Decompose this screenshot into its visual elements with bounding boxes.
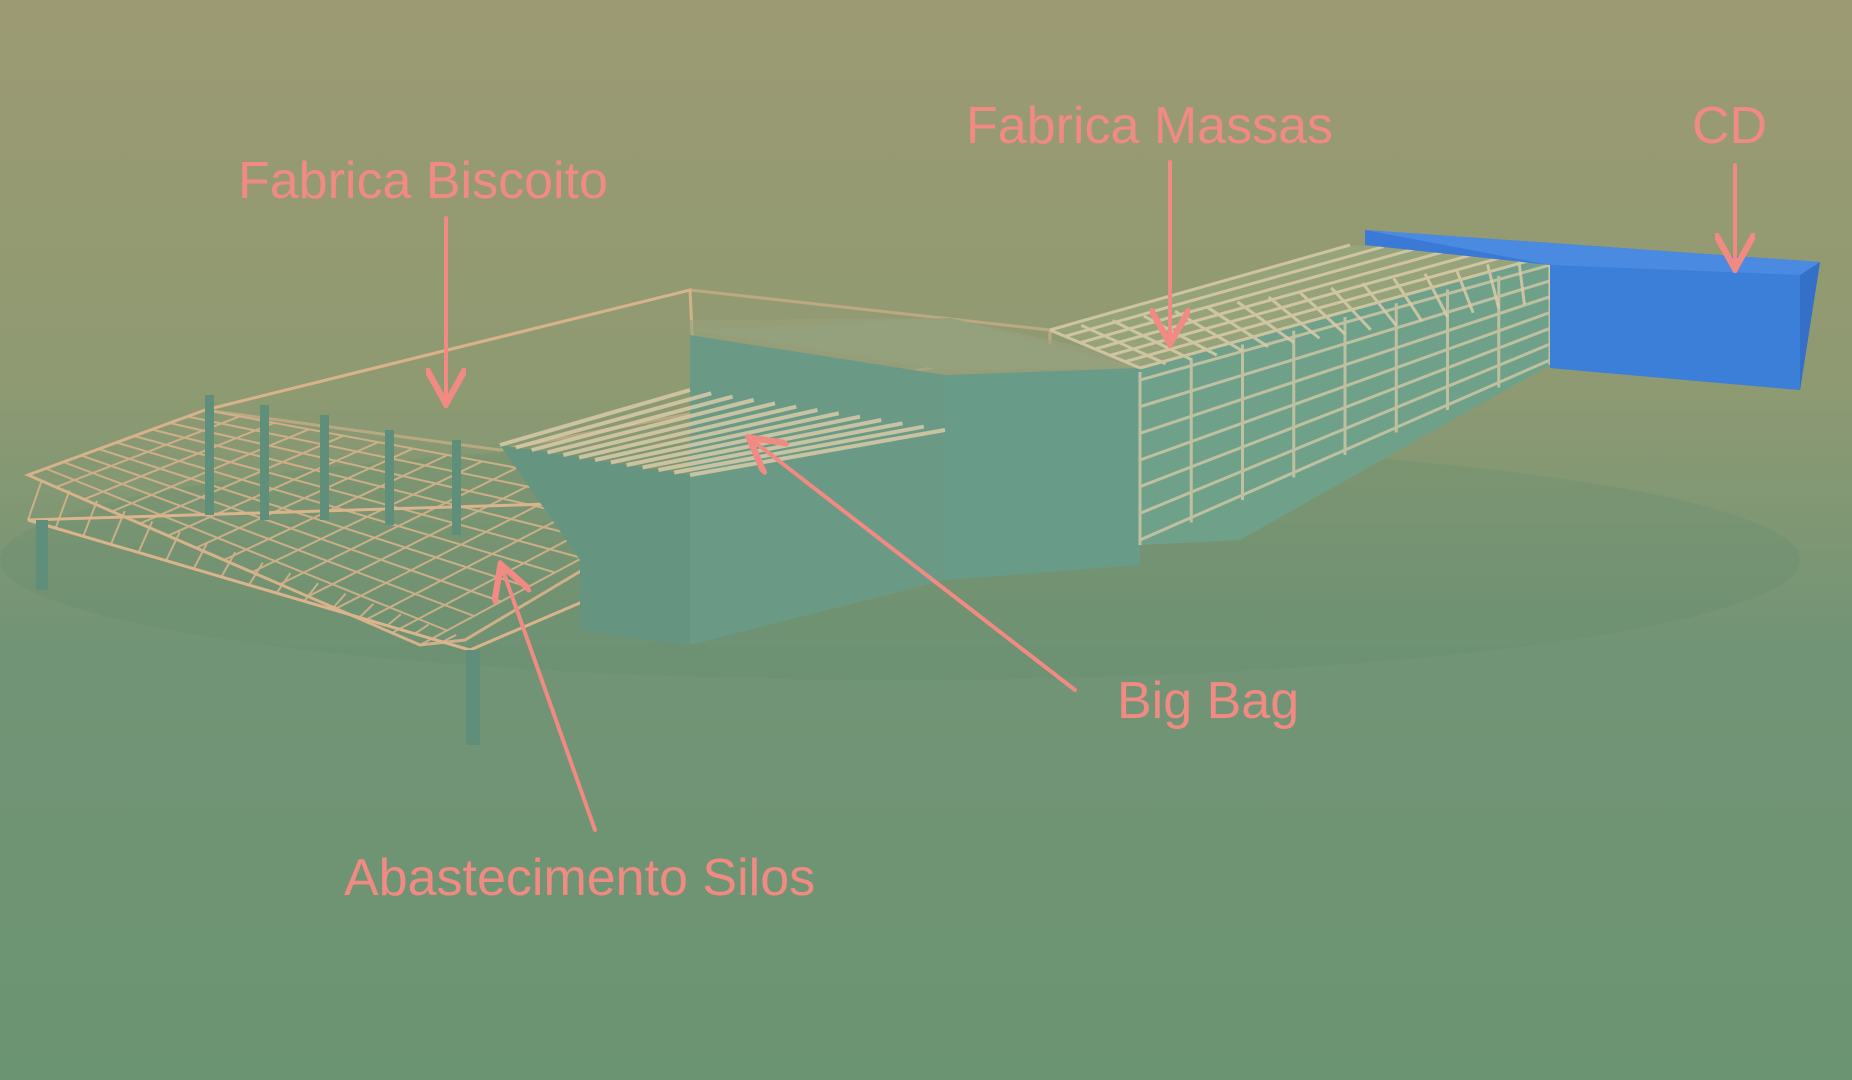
cd-building bbox=[1365, 230, 1820, 390]
truss-diagonal bbox=[386, 613, 402, 627]
truss-diagonal bbox=[220, 551, 237, 578]
biscoito-columns bbox=[36, 395, 480, 745]
roof-rafter bbox=[1517, 259, 1526, 305]
truss-diagonal bbox=[82, 500, 98, 537]
truss-member bbox=[45, 467, 448, 632]
roof-purlin bbox=[1139, 253, 1551, 370]
roof-rafter bbox=[673, 424, 925, 475]
truss-diagonal bbox=[303, 582, 319, 602]
roof-rafter bbox=[499, 388, 691, 447]
arrow-big-bag bbox=[752, 440, 1077, 692]
truss-member bbox=[27, 474, 421, 646]
truss-member bbox=[116, 441, 556, 574]
roof-rafter bbox=[610, 411, 840, 465]
label-fabrica-massas: Fabrica Massas bbox=[966, 97, 1333, 155]
truss-diagonal bbox=[441, 633, 457, 643]
roof-rafter bbox=[531, 394, 734, 452]
roof-purlin bbox=[1064, 245, 1384, 338]
truss-diagonal bbox=[331, 592, 347, 611]
truss-diagonal bbox=[248, 562, 264, 586]
truss-diagonal bbox=[358, 603, 375, 619]
label-big-bag: Big Bag bbox=[1117, 672, 1299, 730]
label-cd: CD bbox=[1692, 97, 1767, 155]
truss-member bbox=[80, 454, 502, 603]
roof-rafter bbox=[562, 401, 776, 457]
truss-diagonal bbox=[137, 521, 154, 553]
big-bag-building bbox=[500, 318, 1140, 645]
truss-member bbox=[151, 428, 610, 545]
roof-purlin bbox=[1124, 251, 1518, 364]
massas-wall-lines bbox=[1138, 262, 1552, 545]
roof-rafter bbox=[689, 428, 946, 477]
truss-diagonal bbox=[27, 479, 43, 521]
big-bag-roof-grid bbox=[499, 388, 946, 477]
truss-diagonal bbox=[275, 572, 292, 594]
truss-diagonal bbox=[414, 623, 430, 635]
truss-diagonal bbox=[109, 510, 126, 545]
truss-diagonal bbox=[192, 541, 209, 570]
label-fabrica-biscoito: Fabrica Biscoito bbox=[238, 152, 608, 210]
roof-purlin bbox=[1049, 243, 1351, 332]
roof-rafter bbox=[594, 408, 818, 462]
roof-rafter bbox=[578, 404, 797, 460]
truss-member bbox=[63, 461, 475, 617]
truss-diagonal bbox=[54, 490, 71, 529]
roof-rafter bbox=[515, 391, 712, 450]
roof-rafter bbox=[1361, 282, 1398, 327]
arrow-abastecimento-silos bbox=[502, 568, 597, 832]
roof-rafter bbox=[626, 414, 861, 467]
truss-diagonal bbox=[165, 531, 181, 562]
roof-rafter bbox=[1080, 323, 1167, 366]
roof-purlin bbox=[1079, 246, 1418, 345]
roof-rafter bbox=[547, 398, 755, 455]
label-abastecimento-silos: Abastecimento Silos bbox=[344, 849, 815, 907]
annotation-arrows bbox=[446, 160, 1735, 832]
roof-rafter bbox=[1205, 305, 1269, 349]
truss-member bbox=[98, 448, 529, 588]
